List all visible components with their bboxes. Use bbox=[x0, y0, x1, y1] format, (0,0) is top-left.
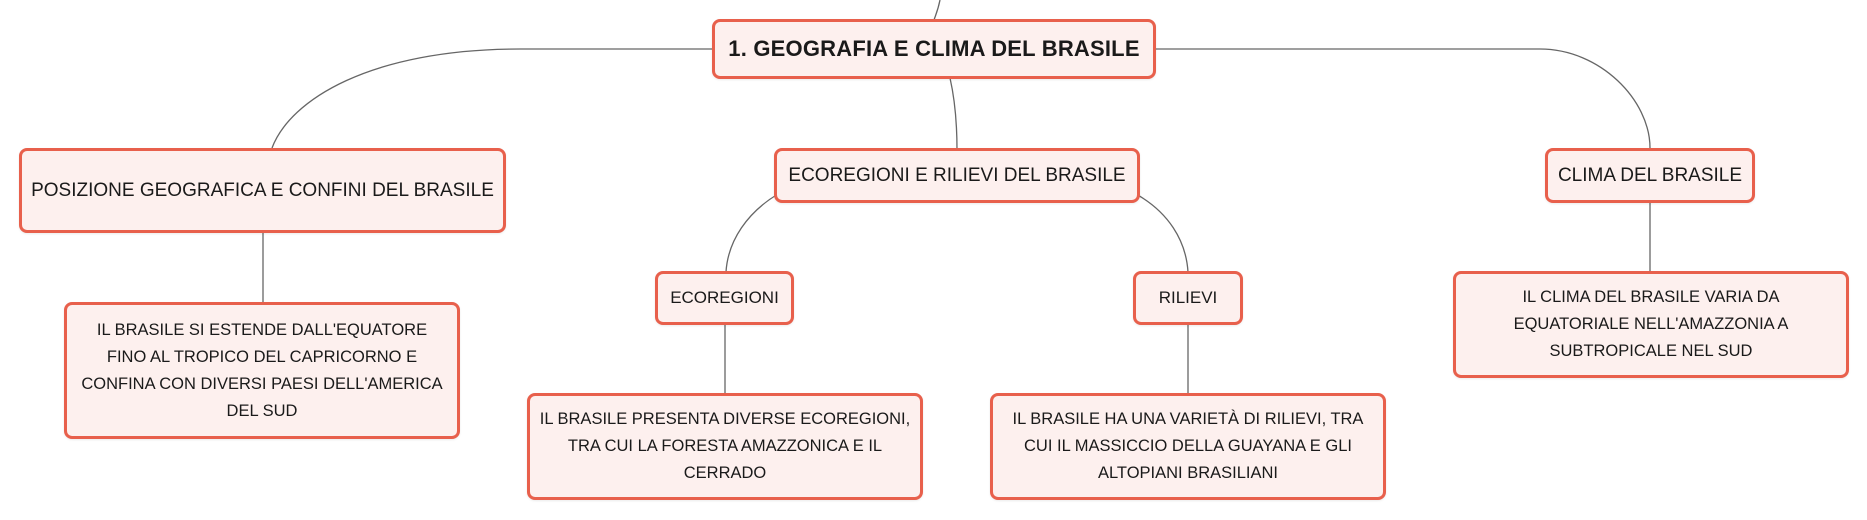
connector-ecoregioni-rilievi-to-ecoregioni bbox=[725, 193, 779, 273]
detail-clima[interactable]: IL CLIMA DEL BRASILE VARIA DA EQUATORIAL… bbox=[1453, 271, 1849, 378]
root-topic-label: 1. GEOGRAFIA E CLIMA DEL BRASILE bbox=[728, 36, 1140, 61]
topic-ecoregioni-rilievi-label: ECOREGIONI E RILIEVI DEL BRASILE bbox=[788, 164, 1126, 186]
detail-posizione[interactable]: IL BRASILE SI ESTENDE DALL'EQUATORE FINO… bbox=[64, 302, 460, 439]
subtopic-ecoregioni[interactable]: ECOREGIONI bbox=[655, 271, 794, 325]
detail-rilievi[interactable]: IL BRASILE HA UNA VARIETÀ DI RILIEVI, TR… bbox=[990, 393, 1386, 500]
detail-rilievi-text: IL BRASILE HA UNA VARIETÀ DI RILIEVI, TR… bbox=[1012, 410, 1364, 482]
subtopic-rilievi-label: RILIEVI bbox=[1158, 288, 1218, 307]
detail-posizione-text: IL BRASILE SI ESTENDE DALL'EQUATORE FINO… bbox=[81, 320, 443, 420]
detail-ecoregioni[interactable]: IL BRASILE PRESENTA DIVERSE ECOREGIONI, … bbox=[527, 393, 923, 500]
connector-parent-to-root bbox=[933, 0, 941, 21]
topic-ecoregioni-rilievi[interactable]: ECOREGIONI E RILIEVI DEL BRASILE bbox=[774, 148, 1140, 203]
detail-clima-text: IL CLIMA DEL BRASILE VARIA DA EQUATORIAL… bbox=[1513, 288, 1789, 360]
detail-ecoregioni-text: IL BRASILE PRESENTA DIVERSE ECOREGIONI, … bbox=[539, 410, 911, 482]
connector-ecoregioni-rilievi-to-rilievi bbox=[1135, 193, 1189, 273]
topic-posizione[interactable]: POSIZIONE GEOGRAFICA E CONFINI DEL BRASI… bbox=[19, 148, 506, 233]
connector-root-to-posizione bbox=[271, 48, 714, 149]
root-topic[interactable]: 1. GEOGRAFIA E CLIMA DEL BRASILE bbox=[712, 19, 1156, 79]
topic-posizione-label: POSIZIONE GEOGRAFICA E CONFINI DEL BRASI… bbox=[31, 179, 494, 201]
connector-root-to-ecoregioni-rilievi bbox=[949, 77, 958, 151]
subtopic-ecoregioni-label: ECOREGIONI bbox=[670, 288, 779, 307]
subtopic-rilievi[interactable]: RILIEVI bbox=[1133, 271, 1243, 325]
topic-clima[interactable]: CLIMA DEL BRASILE bbox=[1545, 148, 1755, 203]
topic-clima-label: CLIMA DEL BRASILE bbox=[1557, 164, 1743, 186]
connector-root-to-clima bbox=[1154, 48, 1651, 149]
